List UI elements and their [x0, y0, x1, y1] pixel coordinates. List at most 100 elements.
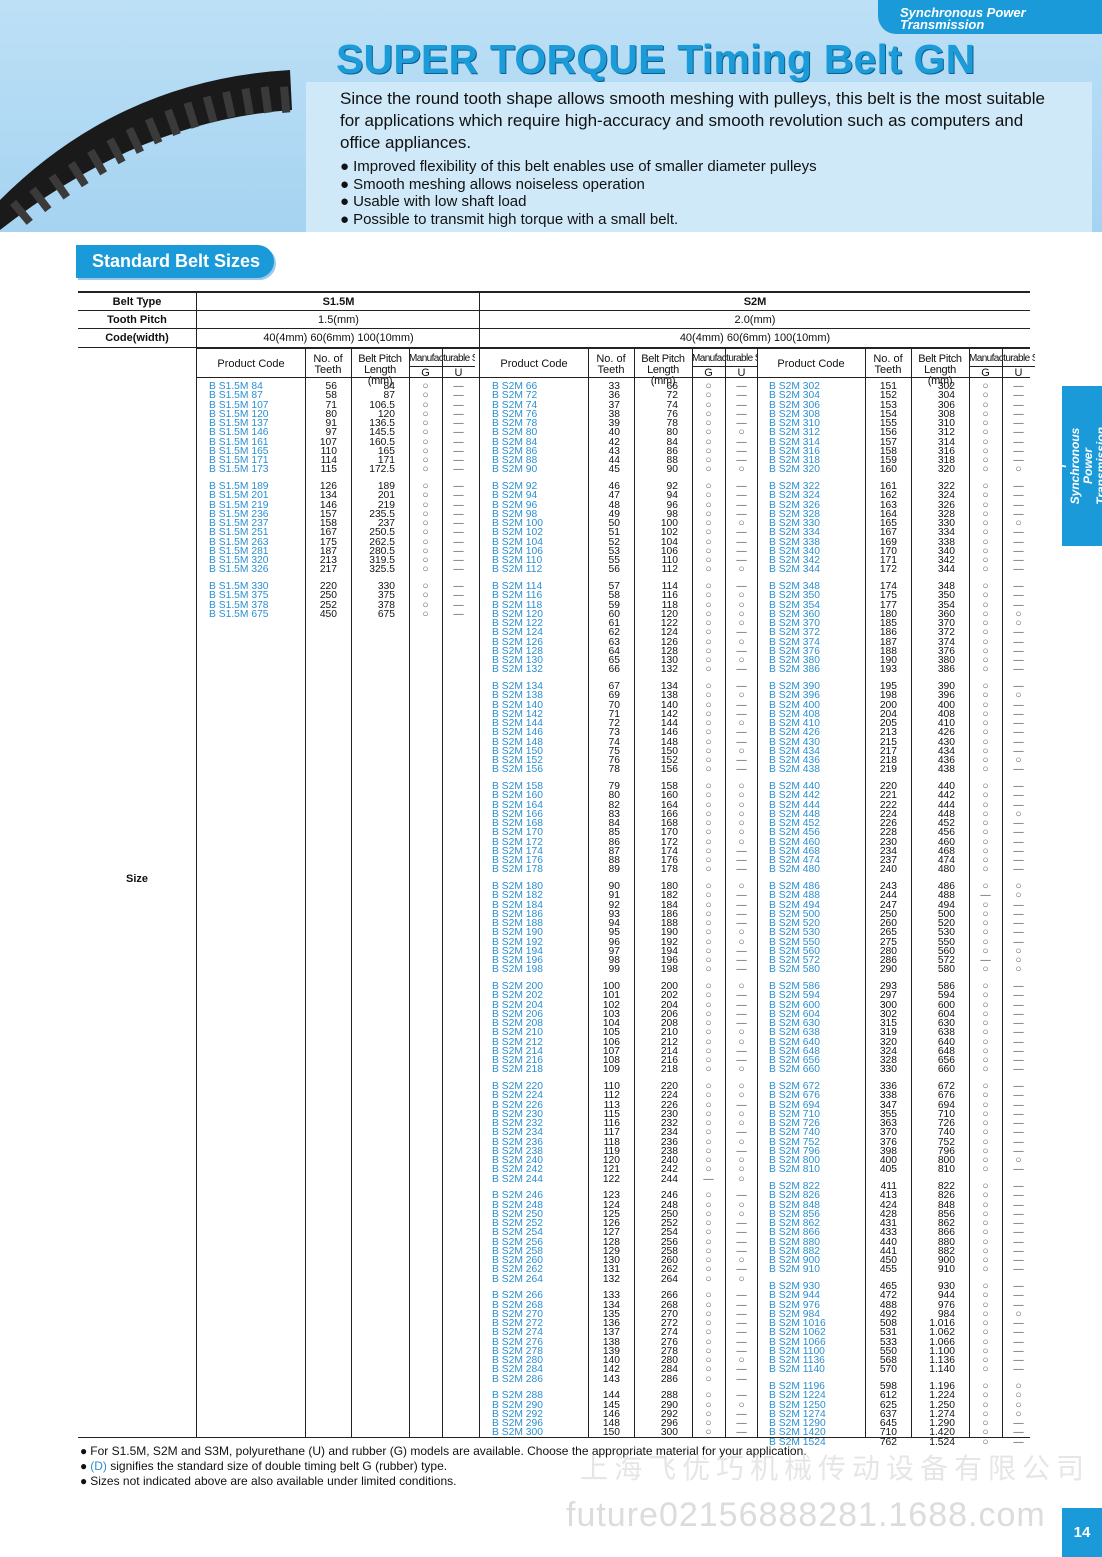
- grid-line: [725, 348, 726, 1438]
- belt-size-table: Belt Type S1.5M S2M Tooth Pitch 1.5(mm) …: [78, 291, 1035, 1447]
- footnotes: For S1.5M, S2M and S3M, polyurethane (U)…: [80, 1444, 806, 1489]
- col-len-group: 440 442 444 448 452 456 460 468 474 480: [937, 781, 955, 876]
- page-title: SUPER TORQUE Timing Belt GN: [336, 36, 976, 82]
- col-teeth-group: 144 145 146 148 150: [602, 1390, 620, 1439]
- col-u-group: ○ ○ ○ ○ ○ ○ ○ — — —: [736, 781, 747, 876]
- col-teeth-group: 110 112 113 115 116 117 118 119 120 121 …: [602, 1081, 620, 1185]
- grid-line: [305, 348, 306, 1438]
- col-header-length: Belt Pitch Length (mm): [918, 353, 962, 387]
- col-len-group: 330 375 378 675: [377, 581, 395, 620]
- col-header-u: U: [454, 367, 463, 379]
- widths-s15m: 40(4mm) 60(6mm) 100(10mm): [263, 332, 414, 344]
- col-u-group: — — — — — — — ○ — —: [736, 1290, 747, 1385]
- grid-line: [442, 348, 443, 1438]
- col-header-product-code: Product Code: [500, 358, 568, 370]
- grid-line: [865, 348, 866, 1438]
- col-code-group: B S2M 930 B S2M 944 B S2M 976 B S2M 984 …: [769, 1281, 826, 1376]
- col-u-group: — — — — — — — — — ○: [1013, 381, 1024, 476]
- col-code-group: B S2M 114 B S2M 116 B S2M 118 B S2M 120 …: [492, 581, 543, 676]
- size-label: Size: [125, 873, 148, 885]
- footnote: For S1.5M, S2M and S3M, polyurethane (U)…: [80, 1444, 806, 1459]
- col-g-group: ○ ○ ○ ○ ○: [705, 1390, 712, 1439]
- col-header-product-code: Product Code: [777, 358, 845, 370]
- col-header-g: G: [704, 367, 713, 379]
- col-code-group: B S2M 486 B S2M 488 B S2M 494 B S2M 500 …: [769, 881, 820, 976]
- col-u-group: — ○ — — —: [736, 1390, 747, 1439]
- col-g-group: ○ ○ ○ ○ ○ ○ ○ ○ ○ ○: [705, 1290, 712, 1385]
- header-divider: [197, 377, 1030, 378]
- col-len-group: 586 594 600 604 630 638 640 648 656 660: [937, 981, 955, 1076]
- col-len-group: 672 676 694 710 726 740 752 796 800 810: [937, 1081, 955, 1176]
- grid-line: [409, 348, 410, 1438]
- pitch-s15m: 1.5(mm): [318, 313, 359, 326]
- col-header-length: Belt Pitch Length (mm): [358, 353, 402, 387]
- feature-list: Improved flexibility of this belt enable…: [340, 158, 817, 228]
- col-teeth-group: 161 162 163 164 165 167 169 170 171 172: [879, 481, 897, 576]
- widths-s2m: 40(4mm) 60(6mm) 100(10mm): [679, 332, 831, 344]
- col-len-group: 92 94 96 98 100 102 104 106 110 112: [660, 481, 678, 576]
- col-g-group: ○ ○ ○ ○ ○ ○ ○ ○ ○ ○: [422, 481, 429, 576]
- col-len-group: 266 268 270 272 274 276 278 280 284 286: [660, 1290, 678, 1385]
- col-u-group: — — — — — ○ — — — ○: [736, 381, 747, 476]
- col-code-group: B S1.5M 330 B S1.5M 375 B S1.5M 378 B S1…: [209, 581, 269, 620]
- col-code-group: B S2M 92 B S2M 94 B S2M 96 B S2M 98 B S2…: [492, 481, 543, 576]
- col-u-group: — ○ — — — — — — ○ —: [1013, 681, 1024, 776]
- row-code-width: Code(width) 40(4mm) 60(6mm) 100(10mm) 40…: [78, 329, 1030, 348]
- section-title: Standard Belt Sizes: [76, 245, 274, 278]
- col-len-group: 322 324 326 328 330 334 338 340 342 344: [937, 481, 955, 576]
- col-u-group: ○ — — — — ○ ○ — — ○: [736, 981, 747, 1076]
- col-len-group: 288 290 292 296 300: [660, 1390, 678, 1439]
- col-header-teeth: No. of Teeth: [313, 353, 343, 376]
- col-u-group: ○ ○ ○ ○ — — —: [1013, 1381, 1024, 1448]
- col-len-group: 189 201 219 235.5 237 250.5 262.5 280.5 …: [369, 481, 395, 576]
- col-header-g: G: [421, 367, 430, 379]
- col-code-group: B S2M 440 B S2M 442 B S2M 444 B S2M 448 …: [769, 781, 820, 876]
- col-code-group: B S2M 1196 B S2M 1224 B S2M 1250 B S2M 1…: [769, 1381, 826, 1448]
- col-u-group: — ○ ○ ○ ○ — ○ — ○ —: [736, 581, 747, 676]
- col-g-group: ○ ○ ○ ○ ○ ○ ○ ○ ○ ○: [705, 981, 712, 1076]
- col-u-group: — — — ○ — — — — — —: [1013, 781, 1024, 876]
- col-teeth-group: 195 198 200 204 205 213 215 217 218 219: [879, 681, 897, 776]
- col-g-group: ○ ○ ○ ○ ○ ○ ○: [982, 1381, 989, 1448]
- col-u-group: ○ — — — — ○ ○ — — —: [736, 881, 747, 976]
- col-u-group: — — — — — — — — — —: [453, 381, 464, 476]
- col-teeth-group: 411 413 424 428 431 433 440 441 450 455: [879, 1181, 897, 1276]
- col-code-group: B S2M 822 B S2M 826 B S2M 848 B S2M 856 …: [769, 1181, 820, 1276]
- col-teeth-group: 33 36 37 38 39 40 42 43 44 45: [608, 381, 620, 476]
- feature-item: Usable with low shaft load: [340, 193, 817, 211]
- col-code-group: B S2M 288 B S2M 290 B S2M 292 B S2M 296 …: [492, 1390, 543, 1439]
- col-teeth-group: 67 69 70 71 72 73 74 75 76 78: [608, 681, 620, 776]
- col-teeth-group: 465 472 488 492 508 531 533 550 568 570: [879, 1281, 897, 1376]
- grid-line: [634, 348, 635, 1438]
- col-u-group: — — — ○ — — — — — —: [1013, 1281, 1024, 1376]
- belt-type-s15m: S1.5M: [322, 295, 355, 308]
- col-g-group: ○ ○ ○ ○ ○ ○ ○ ○ ○ ○ —: [703, 1081, 714, 1185]
- col-code-group: B S2M 66 B S2M 72 B S2M 74 B S2M 76 B S2…: [492, 381, 538, 476]
- col-code-group: B S2M 390 B S2M 396 B S2M 400 B S2M 408 …: [769, 681, 820, 776]
- col-teeth-group: 100 101 102 103 104 105 106 107 108 109: [602, 981, 620, 1076]
- col-u-group: — — — — — — — — — —: [453, 481, 464, 576]
- col-teeth-group: 57 58 59 60 61 62 63 64 65 66: [608, 581, 620, 676]
- header-band: Synchronous Power Transmission SUPER TOR…: [0, 0, 1102, 232]
- col-len-group: 348 350 354 360 370 372 374 376 380 386: [937, 581, 955, 676]
- col-teeth-group: 56 58 71 80 91 97 107 110 114 115: [319, 381, 337, 476]
- col-header-length: Belt Pitch Length (mm): [641, 353, 685, 387]
- grid-line: [196, 293, 197, 1438]
- watermark-url: future02156888281.1688.com: [566, 1496, 1046, 1534]
- pitch-s2m: 2.0(mm): [734, 313, 776, 326]
- category-tag: Synchronous Power Transmission: [878, 0, 1102, 34]
- col-teeth-group: 46 47 48 49 50 51 52 53 55 56: [608, 481, 620, 576]
- col-u-group: ○ ○ — — — — — ○ ○ ○: [1013, 881, 1024, 976]
- col-len-group: 246 248 250 252 254 256 258 260 262 264: [660, 1190, 678, 1285]
- col-g-group: ○ ○ ○ ○: [422, 581, 429, 620]
- col-teeth-group: 336 338 347 355 363 370 376 398 400 405: [879, 1081, 897, 1176]
- col-len-group: 930 944 976 984 1.016 1.062 1.066 1.100 …: [929, 1281, 955, 1376]
- grid-line: [692, 348, 693, 1438]
- col-u-group: — ○ ○ — — — — ○ — ○: [736, 1190, 747, 1285]
- watermark-company: 上海飞优巧机械传动设备有限公司: [580, 1453, 1091, 1484]
- col-header-teeth: No. of Teeth: [873, 353, 903, 376]
- grid-line: [1002, 348, 1003, 1438]
- col-code-group: B S2M 348 B S2M 350 B S2M 354 B S2M 360 …: [769, 581, 820, 676]
- col-u-group: — — — — ○ — — — — —: [1013, 481, 1024, 576]
